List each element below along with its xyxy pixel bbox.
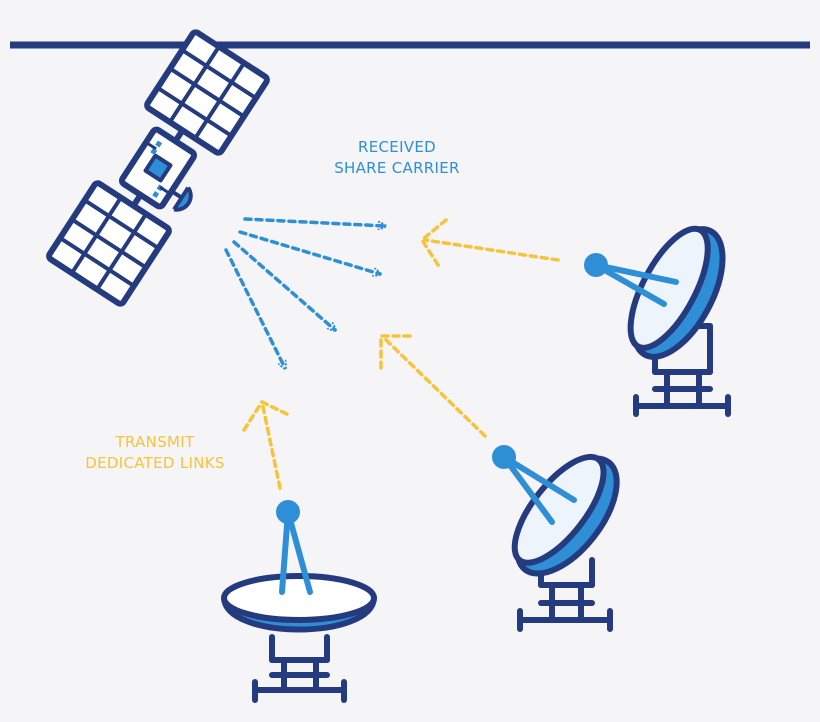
uplink-arrows <box>242 218 560 490</box>
satellite-small-dish <box>170 186 193 212</box>
received-share-carrier-label: RECEIVED SHARE CARRIER <box>312 137 482 179</box>
dish-antenna-bottom <box>221 500 377 703</box>
downlink-arrow-2 <box>238 230 380 274</box>
received-label-line2: SHARE CARRIER <box>334 159 460 177</box>
dish-feed-bottom <box>276 500 300 524</box>
downlink-arrow-3 <box>232 240 335 330</box>
uplink-arrow-middle <box>379 334 487 438</box>
received-label-line1: RECEIVED <box>358 138 436 156</box>
uplink-arrow-bottom <box>242 399 291 490</box>
dish-base-bottom <box>252 634 347 703</box>
downlink-arrows <box>224 217 385 368</box>
transmit-label-line1: TRANSMIT <box>115 433 195 451</box>
lower-solar-panel <box>46 180 172 307</box>
dish-feed-right <box>584 253 608 277</box>
satellite-icon <box>46 29 270 307</box>
satellite-body <box>118 126 198 210</box>
uplink-arrow-right <box>419 218 560 270</box>
dish-antenna-right <box>584 225 731 417</box>
transmit-dedicated-links-label: TRANSMIT DEDICATED LINKS <box>70 432 240 474</box>
dish-antenna-middle <box>492 445 620 632</box>
dish-feed-middle <box>492 445 516 469</box>
downlink-arrow-4 <box>224 248 285 368</box>
downlink-arrow-1 <box>243 217 385 226</box>
transmit-label-line2: DEDICATED LINKS <box>85 454 225 472</box>
upper-solar-panel <box>144 29 270 156</box>
